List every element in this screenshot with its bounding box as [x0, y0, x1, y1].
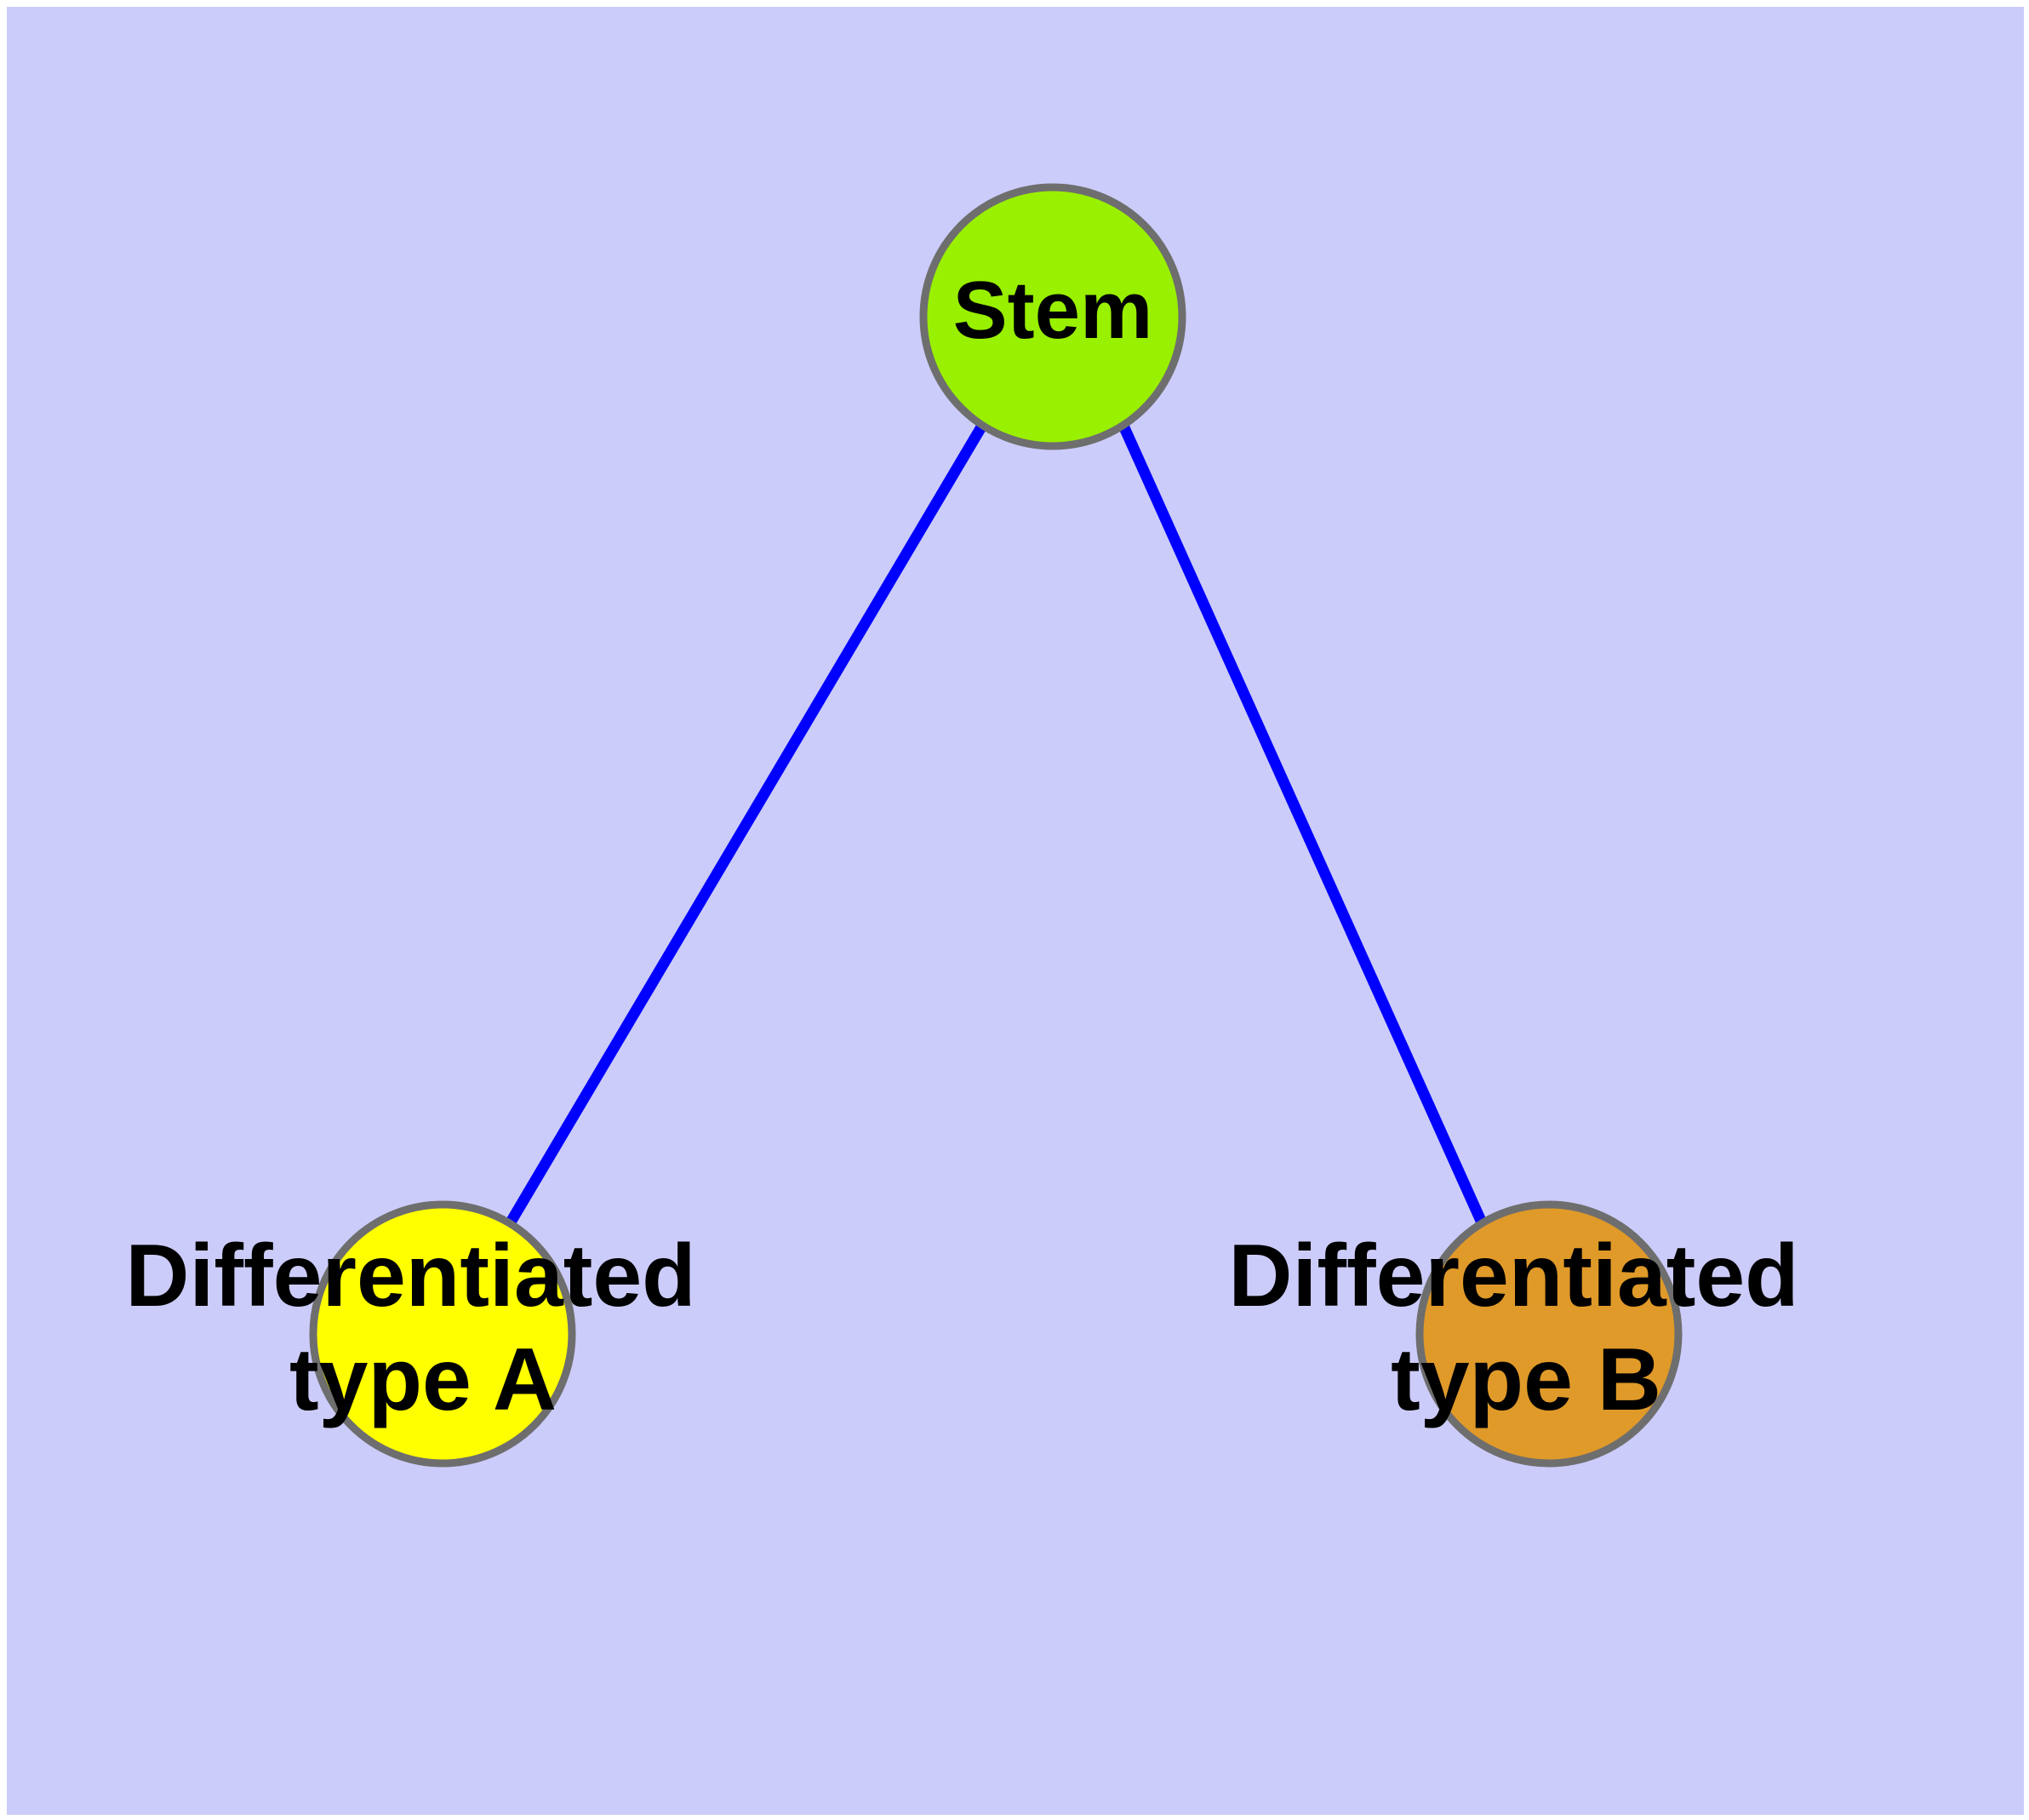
node-differentiated-type-a-label: Differentiated type A — [125, 1227, 720, 1429]
edge-layer — [506, 422, 1486, 1224]
node-stem-circle[interactable] — [919, 183, 1186, 450]
node-differentiated-type-b-label: Differentiated type B — [1228, 1227, 1823, 1429]
node-stem-label: Stem — [953, 265, 1153, 356]
node-differentiated-type-a[interactable] — [309, 1200, 576, 1468]
node-stem-label-line-1: Stem — [953, 265, 1153, 356]
node-differentiated-type-a-label-line-2: type A — [289, 1331, 557, 1429]
node-differentiated-type-b-label-line-1: Differentiated — [1228, 1227, 1798, 1325]
edge-stem-to-differentiated-type-a[interactable] — [506, 422, 987, 1224]
label-layer: Stem Differentiated type A Differentiate… — [125, 265, 1823, 1429]
node-layer — [309, 183, 1683, 1468]
node-differentiated-type-b-label-line-2: type B — [1391, 1331, 1661, 1429]
node-differentiated-type-b[interactable] — [1415, 1200, 1683, 1468]
node-differentiated-type-a-circle[interactable] — [309, 1200, 576, 1468]
node-differentiated-type-b-circle[interactable] — [1415, 1200, 1683, 1468]
edge-stem-to-differentiated-type-b[interactable] — [1118, 423, 1486, 1223]
node-stem[interactable] — [919, 183, 1186, 450]
node-differentiated-type-a-label-line-1: Differentiated — [125, 1227, 695, 1325]
